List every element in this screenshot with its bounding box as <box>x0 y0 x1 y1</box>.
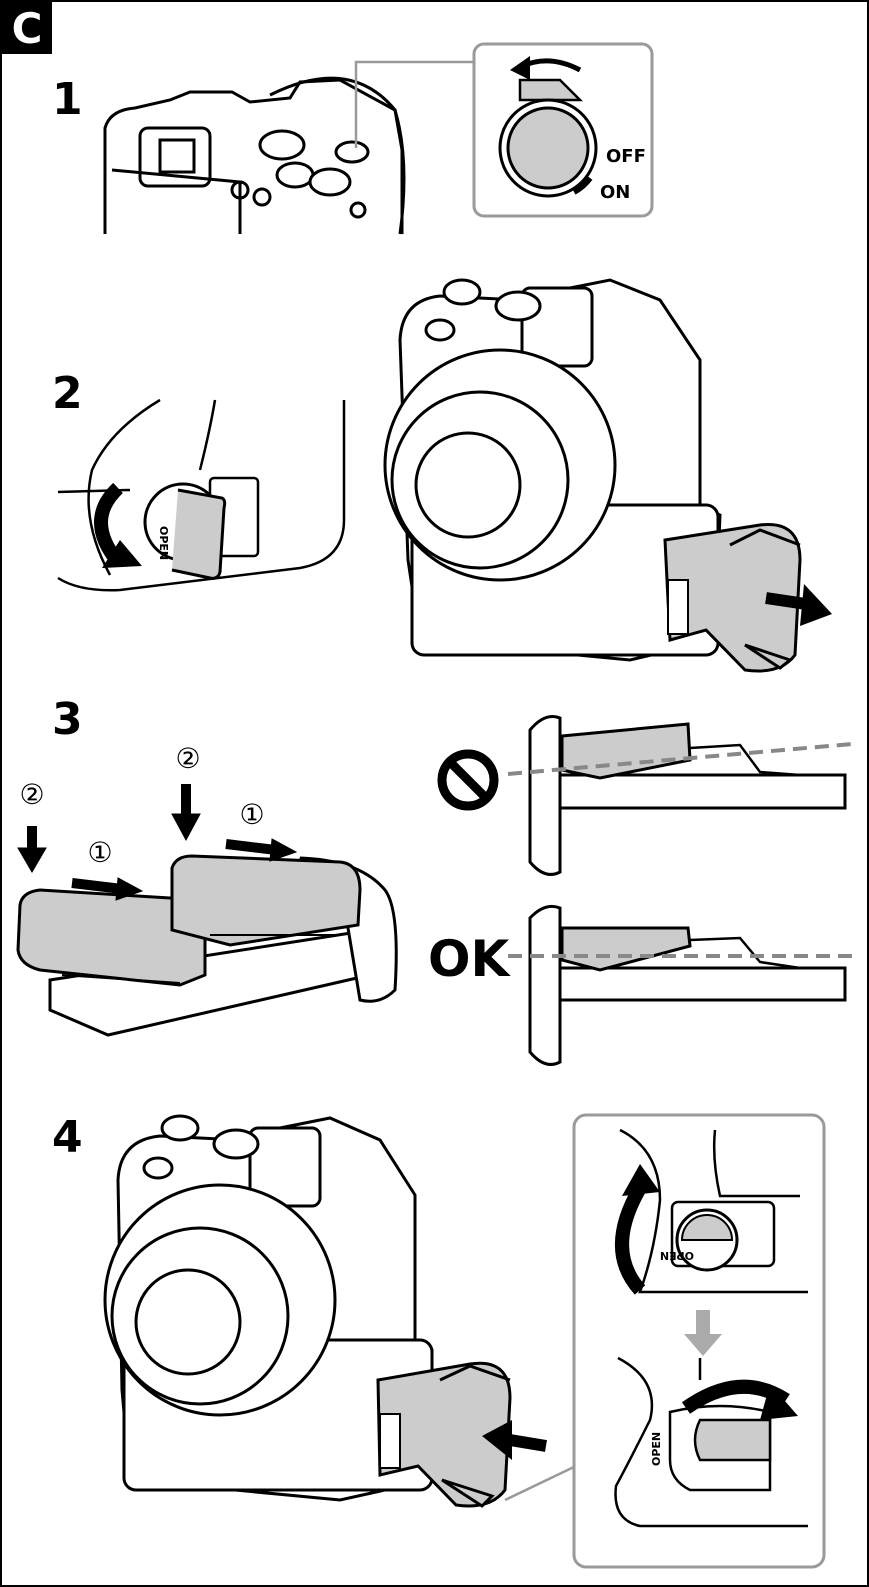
cover-label-open: OPEN <box>650 1432 663 1466</box>
marker-first-right: ① <box>239 798 264 831</box>
step-number-2: 2 <box>52 368 83 419</box>
step3-markers: ② ② ① ① <box>19 742 264 869</box>
camera-top-back-view <box>105 78 404 234</box>
marker-second-left: ② <box>19 778 44 811</box>
step-number-4: 4 <box>52 1112 83 1163</box>
arrow-icon <box>101 488 142 568</box>
marker-second-right: ② <box>175 742 200 775</box>
cover-label-open: OPEN <box>660 1249 694 1262</box>
camera-with-grip-tray-out <box>385 280 800 671</box>
switch-label-off: OFF <box>606 146 646 167</box>
ok-label: OK <box>428 930 512 988</box>
cover-label-open: OPEN <box>157 526 170 560</box>
switch-label-on: ON <box>600 182 630 203</box>
section-letter-box: C <box>2 2 52 54</box>
incorrect-insertion <box>442 717 852 875</box>
correct-insertion: OK <box>428 906 852 1064</box>
camera-with-grip-tray-in <box>105 1116 510 1506</box>
step-number-1: 1 <box>52 74 83 125</box>
battery-cover-closeup: OPEN <box>58 400 344 590</box>
cover-lock-callout: OPEN OPEN <box>505 1115 824 1567</box>
marker-first-left: ① <box>87 836 112 869</box>
section-letter: C <box>12 4 43 53</box>
step-number-3: 3 <box>52 694 83 745</box>
